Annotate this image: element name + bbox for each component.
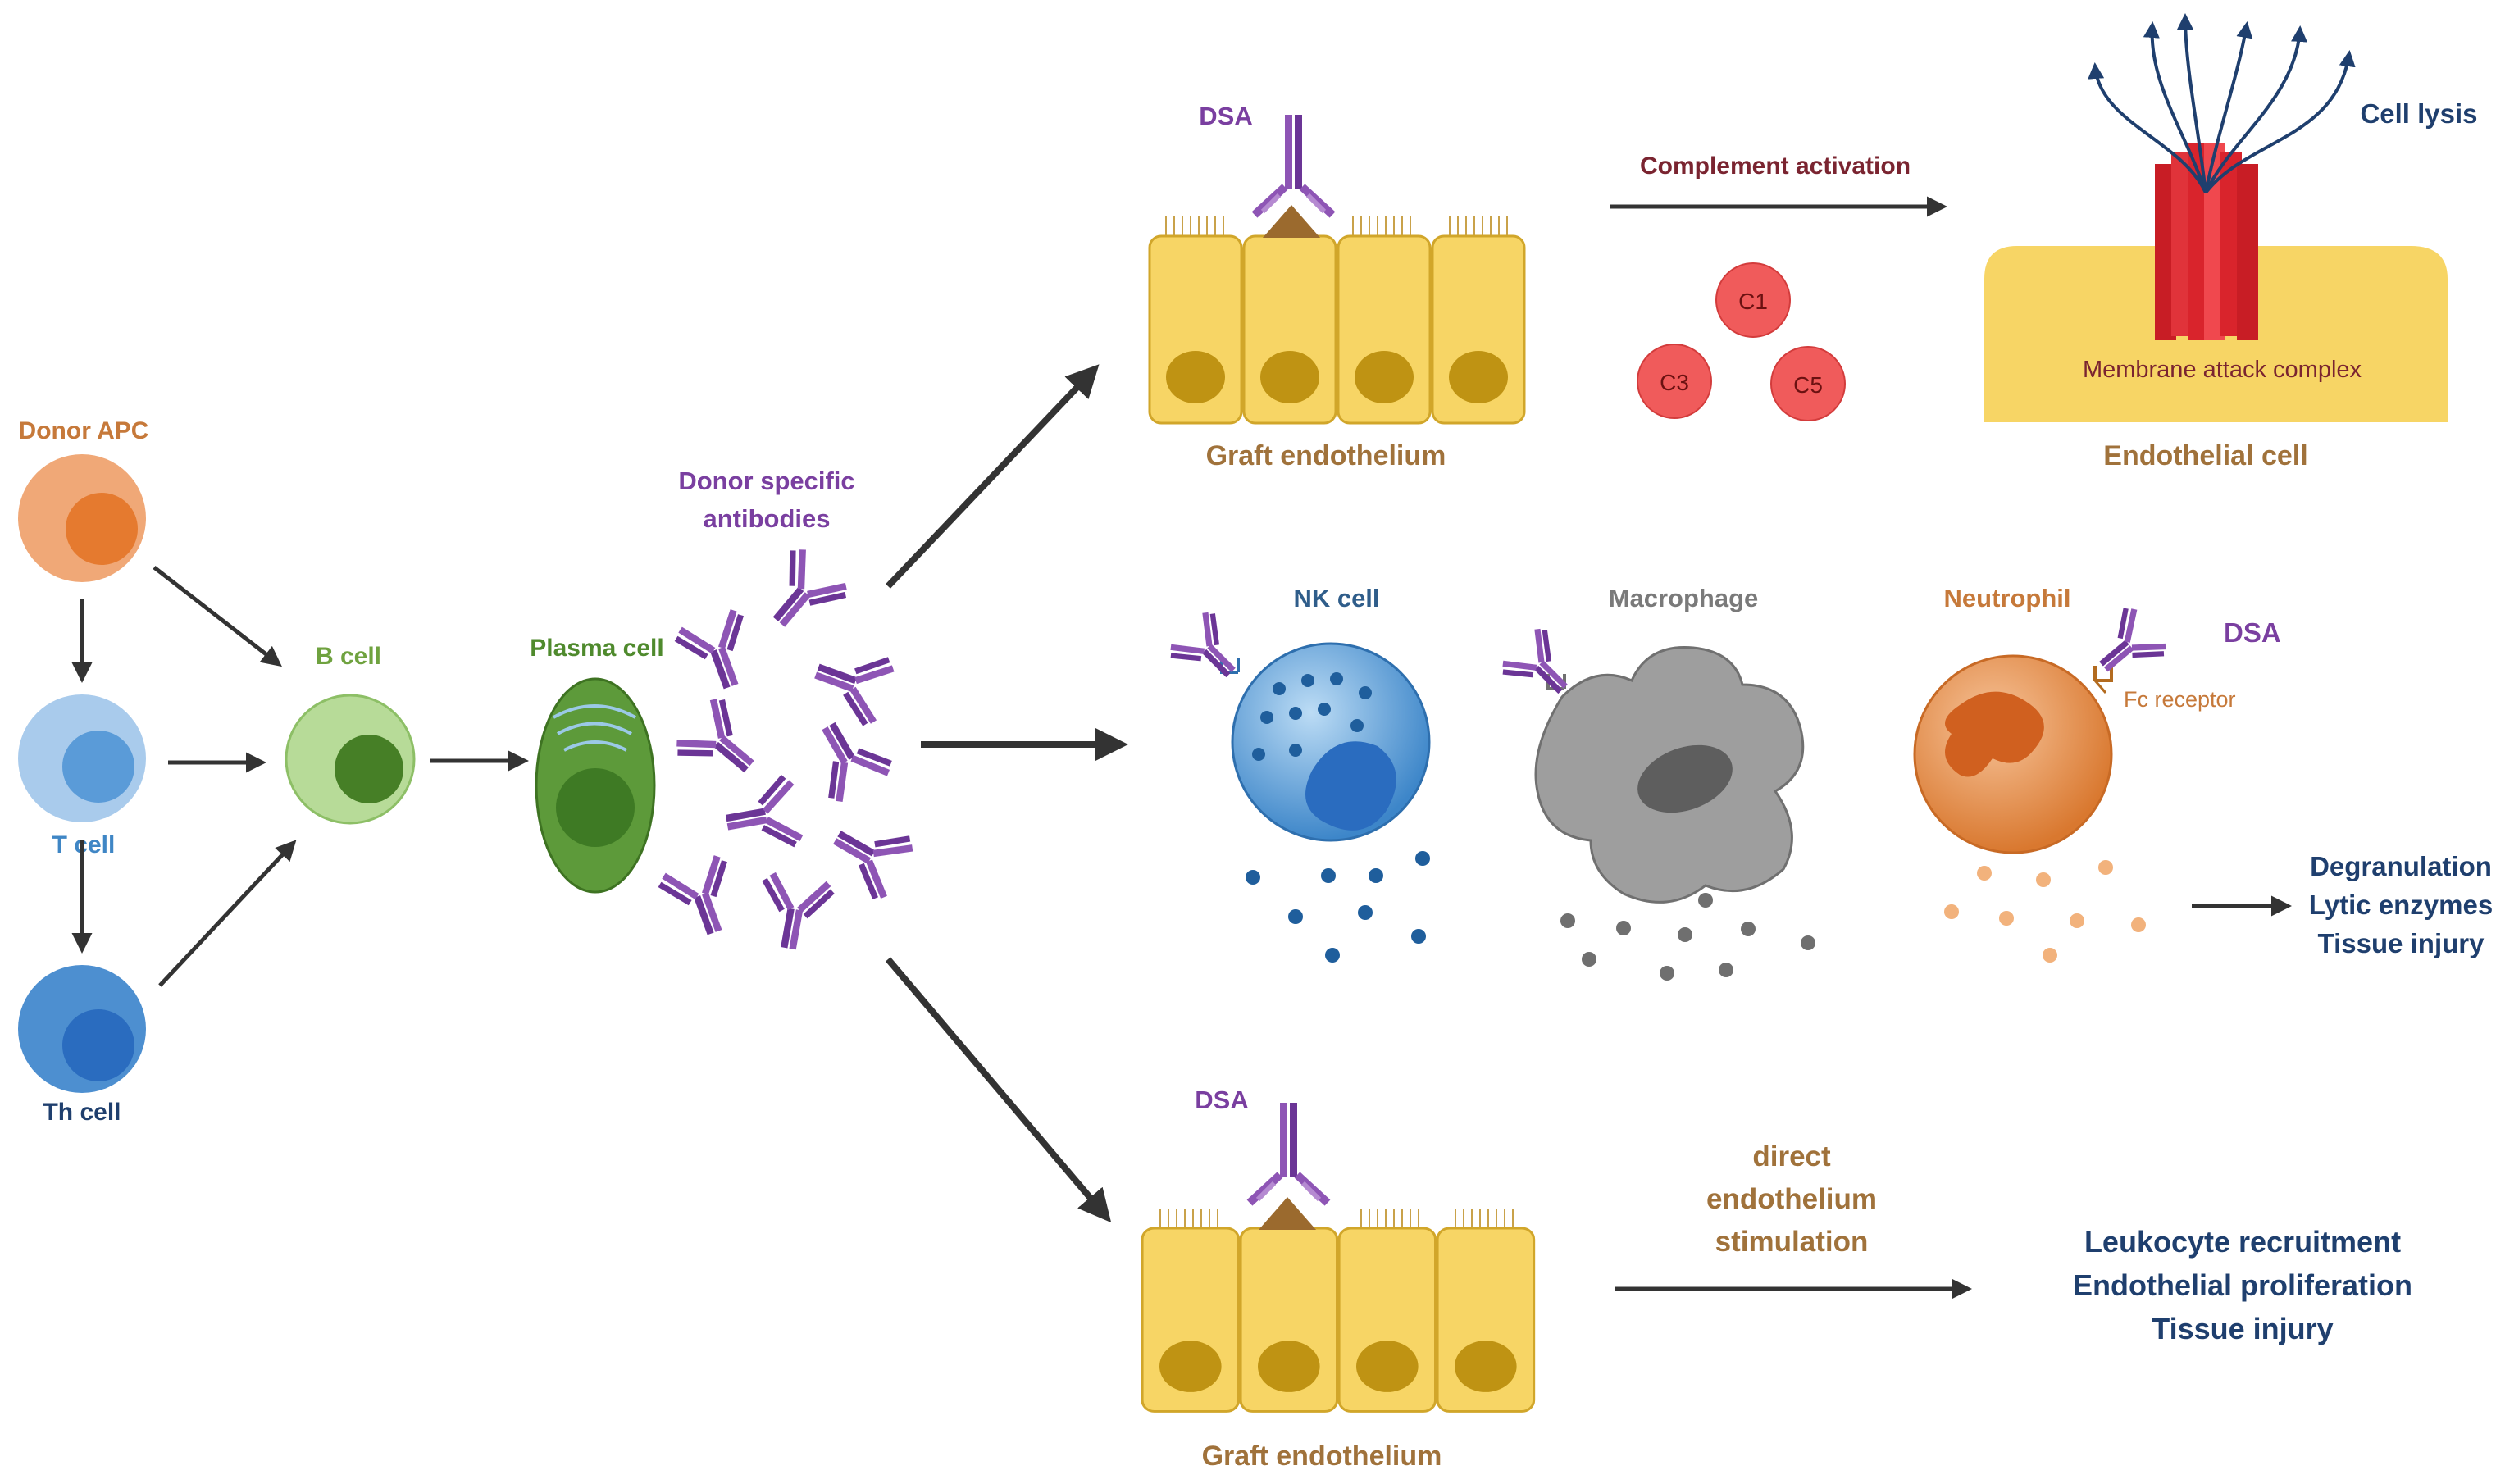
dsa-antibody-bottom [1246,1103,1331,1206]
antibody [754,872,834,954]
graft-endothelium-top-label: Graft endothelium [1206,440,1446,471]
macrophage-label: Macrophage [1609,584,1759,612]
donor-apc-cell [18,454,146,582]
endothelial-cell [1141,1227,1241,1413]
endothelial-proliferation-label: Endothelial proliferation [2073,1268,2412,1302]
b-cell [285,694,416,825]
neutrophil-cell [1913,604,2169,854]
endothelial-cell [1148,234,1243,425]
leukocyte-recruitment-label: Leukocyte recruitment [2084,1225,2401,1259]
dsa-top-label: DSA [1199,102,1252,130]
endothelial-cell [1337,1227,1437,1413]
dsa-antibody-nk [1167,609,1251,694]
c1-label: C1 [1738,289,1768,314]
tissue-injury-mid-label: Tissue injury [2318,928,2485,958]
b-cell-label: B cell [316,643,381,670]
antibody [799,708,895,804]
antibody [752,545,850,644]
endothelial-cell [1242,234,1337,425]
endothelial-cell-label: Endothelial cell [2103,440,2307,471]
dsa-title-line2: antibodies [703,504,830,533]
t-cell [18,694,146,822]
membrane-attack-complex [2155,143,2258,340]
degranulation-label: Degranulation [2310,851,2492,881]
endothelial-cell-mac: Membrane attack complex [1984,13,2448,422]
direct-line1: direct [1752,1140,1831,1172]
lytic-enzymes-label: Lytic enzymes [2309,890,2493,920]
complement-c1: C1 [1715,262,1791,338]
graft-endothelium-top [1148,115,1526,425]
direct-line3: stimulation [1715,1226,1869,1258]
antigen [1259,1197,1316,1230]
arrow-to-bottom-branch [885,957,1112,1223]
direct-line2: endothelium [1706,1183,1877,1215]
antibody [820,807,916,902]
arrows-left [71,566,529,987]
endothelial-cell [1337,234,1432,425]
nk-cell-label: NK cell [1293,584,1379,612]
endothelial-cell [1436,1227,1536,1413]
arrow-to-top-branch [886,364,1100,589]
antigen [1263,205,1320,238]
graft-endothelium-bottom-label: Graft endothelium [1202,1441,1442,1472]
dsa-neutrophil-label: DSA [2224,617,2281,648]
complement-activation-label: Complement activation [1640,152,1911,180]
arrow-thcell-to-bcell [158,840,297,987]
th-cell-label: Th cell [43,1099,121,1126]
mac-label: Membrane attack complex [2083,357,2362,383]
plasma-cell-label: Plasma cell [530,635,663,662]
antibody [672,695,771,794]
antibody-cluster [658,545,916,954]
lysis-arrows [2088,13,2356,194]
antibody [805,638,895,726]
antibody [721,776,802,856]
donor-apc-label: Donor APC [19,417,149,444]
antibody [674,608,763,699]
complement-c5: C5 [1770,346,1846,421]
antibody [658,854,746,945]
nk-granules [1246,851,1430,963]
fc-receptor-label: Fc receptor [2124,687,2236,712]
c3-label: C3 [1660,370,1689,395]
complement-c3: C3 [1637,344,1712,419]
th-cell [18,965,146,1093]
macrophage-granules [1560,893,1815,981]
dsa-antibody-neutrophil [2084,604,2169,689]
arrow-apc-to-bcell [153,566,282,667]
macrophage-cell [1499,626,1805,904]
cell-lysis-label: Cell lysis [2360,98,2477,129]
endothelial-cell [1431,234,1526,425]
neutrophil-label: Neutrophil [1944,584,2071,612]
arrows-branch [885,364,1128,1223]
dsa-bottom-label: DSA [1195,1086,1248,1114]
endothelial-cell [1239,1227,1339,1413]
plasma-cell [535,677,656,894]
neutrophil-granules [1944,860,2146,963]
c5-label: C5 [1793,372,1823,398]
tissue-injury-bottom-label: Tissue injury [2152,1312,2333,1345]
dsa-title-line1: Donor specific [678,467,854,495]
graft-endothelium-bottom [1141,1103,1536,1413]
nk-cell [1167,609,1431,842]
dsa-antibody-top [1251,115,1336,218]
